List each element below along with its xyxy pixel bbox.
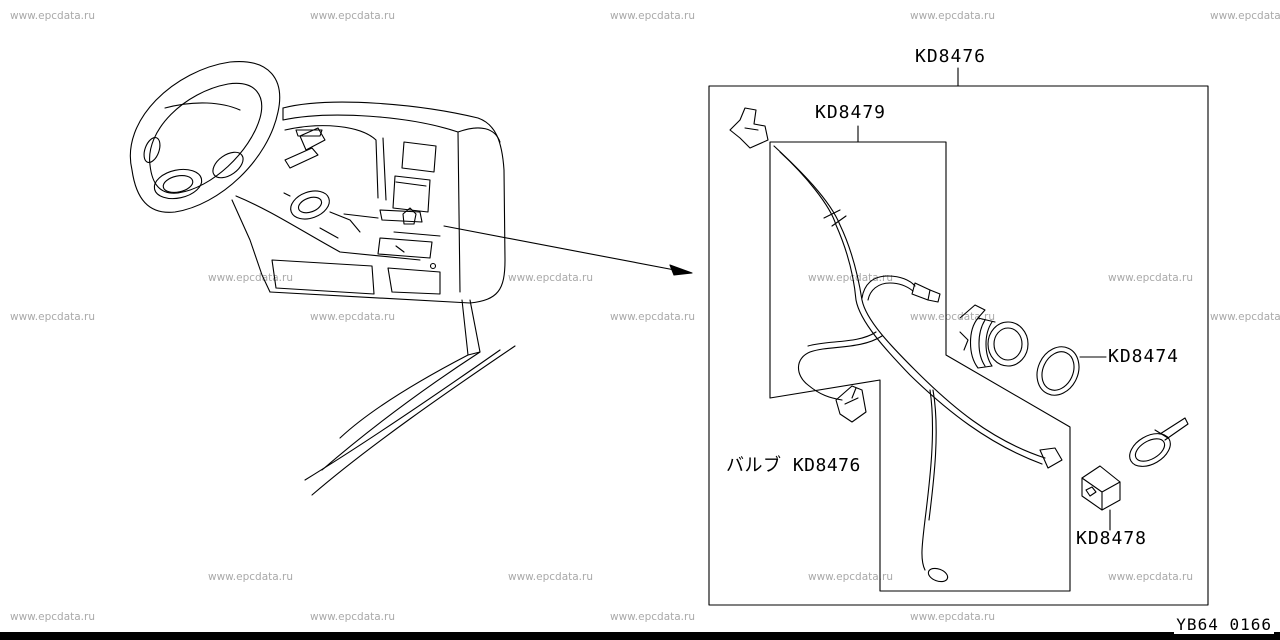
watermark: www.epcdata.ru [808,571,893,583]
diagram-code: YB64 0166 [1174,615,1274,634]
watermark: www.epcdata.ru [10,10,95,22]
watermark: www.epcdata.ru [310,311,395,323]
watermark: www.epcdata.ru [610,611,695,623]
connector-cap [1081,465,1121,511]
watermark: www.epcdata.ru [1210,311,1280,323]
watermark: www.epcdata.ru [1108,272,1193,284]
dashboard-illustration [129,61,516,496]
label-connector: KD8478 [1076,528,1148,549]
ground-terminal [927,567,949,583]
watermark: www.epcdata.ru [208,571,293,583]
clip-top [729,107,769,149]
label-ring: KD8474 [1108,346,1180,367]
watermark: www.epcdata.ru [310,10,395,22]
main-wire [773,145,1046,459]
label-bulb: バルブ KD8476 [726,455,861,476]
watermark: www.epcdata.ru [1108,571,1193,583]
end-connector [1039,447,1063,469]
watermark: www.epcdata.ru [208,272,293,284]
gauge-socket [959,304,1029,369]
watermark: www.epcdata.ru [310,611,395,623]
watermark: www.epcdata.ru [910,611,995,623]
bulb-socket [835,385,867,423]
watermark: www.epcdata.ru [508,272,593,284]
harness-outline [769,141,1071,592]
label-kit: KD8476 [915,46,987,67]
cable-tie [1129,417,1189,467]
ring-part [1036,346,1080,396]
pointer-arrow [443,225,681,272]
watermark: www.epcdata.ru [508,571,593,583]
watermark: www.epcdata.ru [1210,10,1280,22]
watermark: www.epcdata.ru [610,10,695,22]
watermark: www.epcdata.ru [910,10,995,22]
watermark: www.epcdata.ru [10,611,95,623]
bottom-bar [0,632,1280,640]
watermark: www.epcdata.ru [910,311,995,323]
label-harness: KD8479 [815,102,887,123]
sensor-plug [911,282,931,301]
watermark: www.epcdata.ru [10,311,95,323]
watermark: www.epcdata.ru [610,311,695,323]
